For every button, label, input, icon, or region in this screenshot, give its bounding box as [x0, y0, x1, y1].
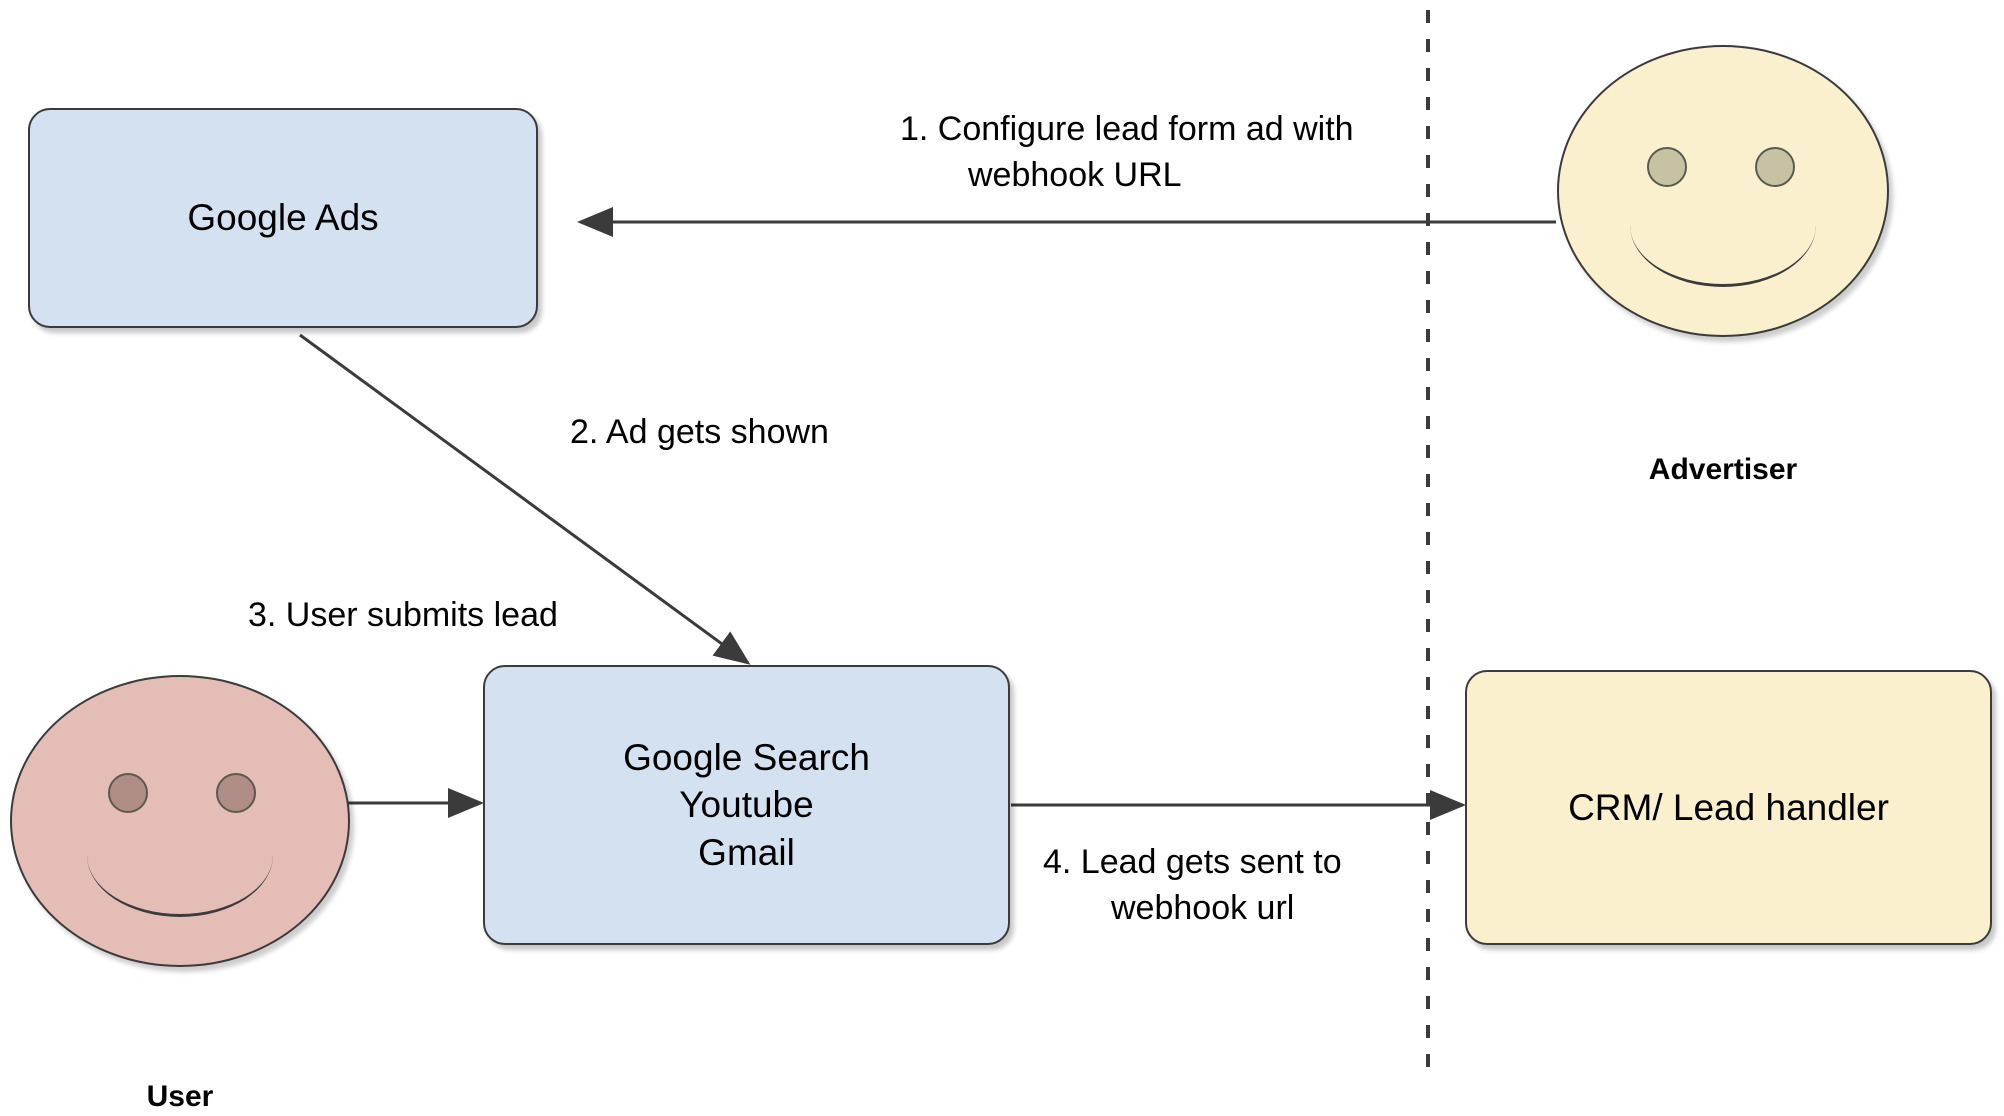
node-google-surfaces-label: Google Search Youtube Gmail — [623, 736, 870, 873]
eye-right-icon — [216, 773, 256, 813]
node-google-ads[interactable]: Google Ads — [28, 108, 538, 328]
edge-label-step-3: 3. User submits lead — [248, 596, 558, 634]
node-google-surfaces[interactable]: Google Search Youtube Gmail — [483, 665, 1010, 945]
edge-label-step-1: 1. Configure lead form ad with webhook U… — [900, 110, 1354, 194]
actor-user-label: User — [146, 1080, 214, 1113]
eye-left-icon — [108, 773, 148, 813]
smile-mouth-icon — [1630, 225, 1816, 287]
edge-label-step-4: 4. Lead gets sent to webhook url — [1043, 843, 1342, 927]
eye-left-icon — [1647, 147, 1687, 187]
node-crm-label: CRM/ Lead handler — [1568, 786, 1889, 828]
eye-right-icon — [1755, 147, 1795, 187]
smiley-face-icon — [1557, 45, 1889, 337]
node-crm[interactable]: CRM/ Lead handler — [1465, 670, 1992, 945]
smile-mouth-icon — [87, 855, 273, 917]
actor-advertiser[interactable]: Advertiser — [1557, 45, 1889, 486]
edge-label-step-2: 2. Ad gets shown — [570, 413, 829, 451]
actor-user[interactable]: User — [10, 675, 350, 1113]
smiley-face-icon — [10, 675, 350, 967]
node-google-ads-label: Google Ads — [187, 197, 379, 239]
actor-advertiser-label: Advertiser — [1648, 453, 1798, 486]
